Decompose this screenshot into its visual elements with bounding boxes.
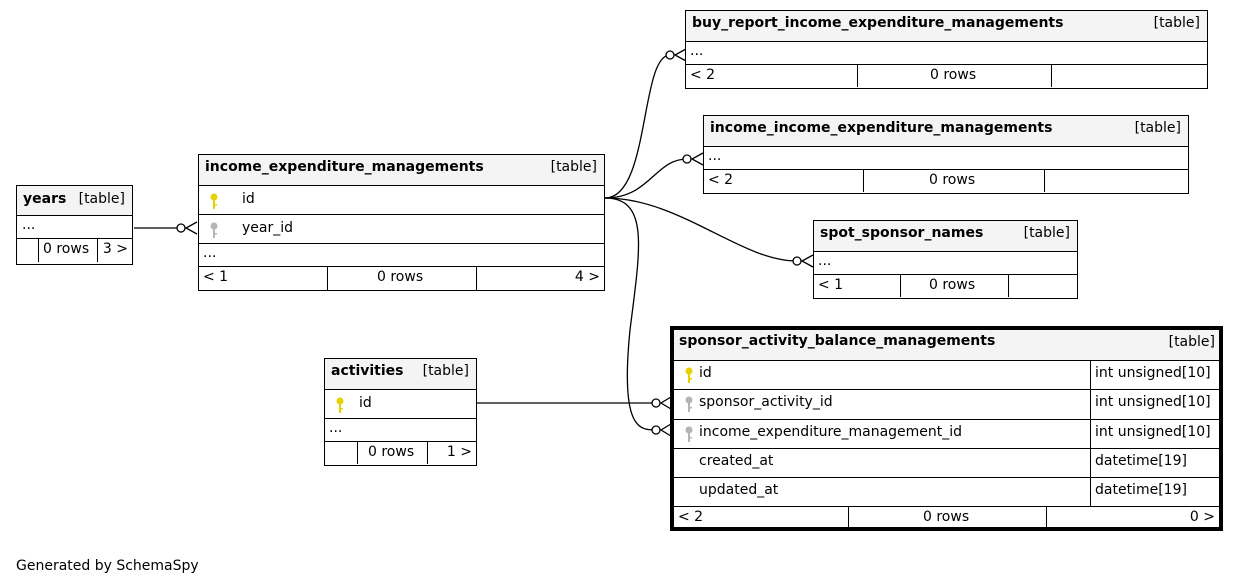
more-columns: ... — [690, 43, 704, 59]
row-count: 0 rows — [377, 269, 424, 285]
edge-iem-ssn — [604, 197, 798, 262]
table-type: [table] — [550, 159, 597, 175]
table-activities[interactable]: activities [table] id ... 0 rows 1 > — [324, 358, 477, 466]
primary-key-icon — [685, 367, 693, 383]
table-years[interactable]: years [table] ... 0 rows 3 > — [16, 185, 133, 265]
primary-key-icon — [336, 397, 344, 413]
column-name: sponsor_activity_id — [699, 394, 833, 410]
table-type: [table] — [1134, 120, 1181, 136]
table-name: years — [23, 191, 67, 207]
optional-marker — [651, 398, 661, 408]
row-count: 0 rows — [923, 509, 970, 525]
column-name: id — [242, 191, 255, 207]
primary-key-icon — [210, 193, 218, 209]
table-name: sponsor_activity_balance_managements — [679, 333, 996, 349]
optional-marker — [682, 154, 692, 164]
row-count: 0 rows — [930, 67, 977, 83]
column-name: id — [699, 365, 712, 381]
column-name: created_at — [699, 453, 774, 469]
row-count: 0 rows — [368, 444, 415, 460]
table-name: spot_sponsor_names — [820, 225, 984, 241]
edge-iem-iiem — [604, 158, 688, 199]
parents-count[interactable]: < 2 — [690, 67, 716, 83]
foreign-key-icon — [685, 396, 693, 412]
children-count[interactable]: 3 > — [102, 241, 128, 257]
row-count: 0 rows — [929, 172, 976, 188]
table-sponsor-activity-balance-managements[interactable]: sponsor_activity_balance_managements [ta… — [670, 326, 1223, 531]
table-name: income_income_expenditure_managements — [710, 120, 1053, 136]
more-columns: ... — [22, 217, 36, 233]
crowfoot-marker — [673, 48, 687, 62]
optional-marker — [792, 256, 802, 266]
table-buy-report-income-expenditure-managements[interactable]: buy_report_income_expenditure_management… — [685, 10, 1208, 89]
crowfoot-marker — [659, 396, 672, 410]
parents-count[interactable]: < 2 — [708, 172, 734, 188]
table-income-expenditure-managements[interactable]: income_expenditure_managements [table] i… — [198, 154, 605, 291]
table-type: [table] — [1153, 15, 1200, 31]
column-type: int unsigned[10] — [1095, 424, 1211, 440]
edge-iem-brie — [604, 54, 671, 199]
optional-marker — [176, 223, 186, 233]
column-type: int unsigned[10] — [1095, 394, 1211, 410]
crowfoot-marker — [659, 423, 672, 437]
table-type: [table] — [1168, 334, 1215, 350]
children-count[interactable]: 1 > — [446, 444, 472, 460]
column-name: id — [359, 395, 372, 411]
more-columns: ... — [708, 148, 722, 164]
crowfoot-marker — [184, 221, 198, 235]
column-name: income_expenditure_management_id — [699, 424, 963, 440]
row-count: 0 rows — [43, 241, 90, 257]
column-type: datetime[19] — [1095, 482, 1187, 498]
table-name: buy_report_income_expenditure_management… — [692, 15, 1064, 31]
foreign-key-icon — [210, 222, 218, 238]
children-count[interactable]: 4 > — [574, 269, 600, 285]
crowfoot-marker — [800, 254, 814, 268]
column-name: updated_at — [699, 482, 779, 498]
more-columns: ... — [818, 253, 832, 269]
column-type: int unsigned[10] — [1095, 365, 1211, 381]
more-columns: ... — [329, 420, 343, 436]
row-count: 0 rows — [929, 277, 976, 293]
foreign-key-icon — [685, 426, 693, 442]
table-type: [table] — [422, 363, 469, 379]
table-income-income-expenditure-managements[interactable]: income_income_expenditure_managements [t… — [703, 115, 1189, 194]
optional-marker — [651, 425, 661, 435]
column-name: year_id — [242, 220, 294, 236]
crowfoot-marker — [690, 152, 704, 166]
table-name: activities — [331, 363, 404, 379]
column-type: datetime[19] — [1095, 453, 1187, 469]
table-type: [table] — [1023, 225, 1070, 241]
table-name: income_expenditure_managements — [205, 159, 484, 175]
parents-count[interactable]: < 2 — [678, 509, 704, 525]
optional-marker — [665, 50, 675, 60]
parents-count[interactable]: < 1 — [818, 277, 844, 293]
edge-iem-sabm — [604, 197, 657, 431]
table-type: [table] — [78, 191, 125, 207]
generated-by-text: Generated by SchemaSpy — [16, 558, 199, 574]
table-spot-sponsor-names[interactable]: spot_sponsor_names [table] ... < 1 0 row… — [813, 220, 1078, 299]
parents-count[interactable]: < 1 — [203, 269, 229, 285]
children-count[interactable]: 0 > — [1189, 509, 1215, 525]
more-columns: ... — [203, 245, 217, 261]
